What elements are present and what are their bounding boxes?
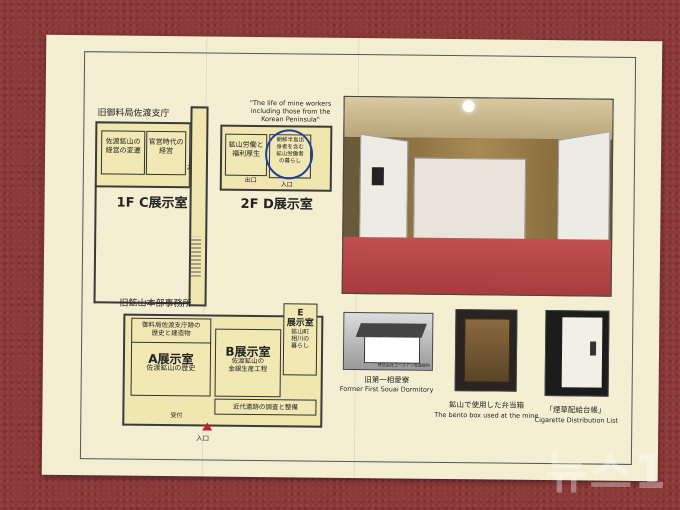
cig-caption-jp: 「煙草配給台帳」 <box>545 405 606 415</box>
room-d1: 鉱山労働と 福利厚生 <box>224 133 268 177</box>
dorm-roof <box>355 323 427 338</box>
room-c2: 官営時代の 経営 <box>145 130 187 176</box>
room-e-title: E 展示室 <box>286 308 314 329</box>
room-a-sub: 御料局佐渡支庁跡の 歴史と建造物 <box>131 317 212 345</box>
exhibit-frame <box>371 167 384 186</box>
room-c1: 佐渡鉱山の 経営の変遷 <box>100 130 146 175</box>
floor-d-label: 2F D展示室 <box>240 196 313 213</box>
bento-caption-jp: 鉱山で使用した弁当箱 <box>448 400 525 410</box>
bento-photo <box>454 309 518 392</box>
display-panel-center <box>413 157 527 241</box>
bento-box <box>463 318 511 383</box>
entrance-arrow-icon <box>202 422 213 431</box>
room-a-desc: 佐渡鉱山の歴史 <box>146 363 196 373</box>
room-a: A展示室 佐渡鉱山の歴史 <box>130 341 212 397</box>
entrance-label: 入口 <box>196 434 210 443</box>
dormitory-photo: 株式会社ゴールデン佐渡提供 <box>342 311 434 371</box>
exhibition-photo <box>341 95 614 297</box>
ledger-writing <box>589 341 597 356</box>
cigarette-list-photo <box>544 310 610 397</box>
lamp-icon <box>462 100 475 113</box>
room-b: B展示室 佐渡鉱山の 金銀生産工程 <box>214 328 282 398</box>
dorm-caption-jp: 旧第一相愛寮 <box>364 375 410 385</box>
ceiling <box>344 96 613 140</box>
brochure-page: 旧御料局佐渡支庁 佐渡鉱山の 経営の変遷 官営時代の 経営 2Fへ 1F C展示… <box>41 34 663 482</box>
cig-caption-en: Cigarette Distribution List <box>534 415 619 425</box>
dorm-building <box>363 333 421 364</box>
highlight-circle <box>264 129 314 180</box>
bldg-left-title: 旧御料局佐渡支庁 <box>97 108 170 120</box>
bldg-bottom-title: 旧鉱山本部事務所 <box>119 298 192 310</box>
room-e-desc: 鉱山町 相川の 暮らし <box>291 328 310 350</box>
left-wall <box>93 185 192 305</box>
room-e: E 展示室 鉱山町 相川の 暮らし <box>282 303 318 376</box>
news1-watermark: 뉴스1 <box>545 445 668 499</box>
room-survey: 近代遺跡の調査と整備 <box>214 398 317 416</box>
dorm-credit: 株式会社ゴールデン佐渡提供 <box>377 362 430 368</box>
ledger-page <box>561 317 603 388</box>
floor-map: 旧御料局佐渡支庁 佐渡鉱山の 経営の変遷 官営時代の 経営 2Fへ 1F C展示… <box>46 35 662 443</box>
dorm-caption-en: Former First Souai Dormitory <box>339 384 434 394</box>
room-b-title: B展示室 <box>225 344 271 360</box>
reception-label: 受付 <box>170 412 183 420</box>
exit-label: 出口 <box>244 176 257 184</box>
entrance-small-label: 入口 <box>280 181 293 189</box>
quote-text: "The life of mine workers including thos… <box>249 98 332 124</box>
red-carpet <box>342 236 612 296</box>
stairs-icon <box>190 236 202 277</box>
